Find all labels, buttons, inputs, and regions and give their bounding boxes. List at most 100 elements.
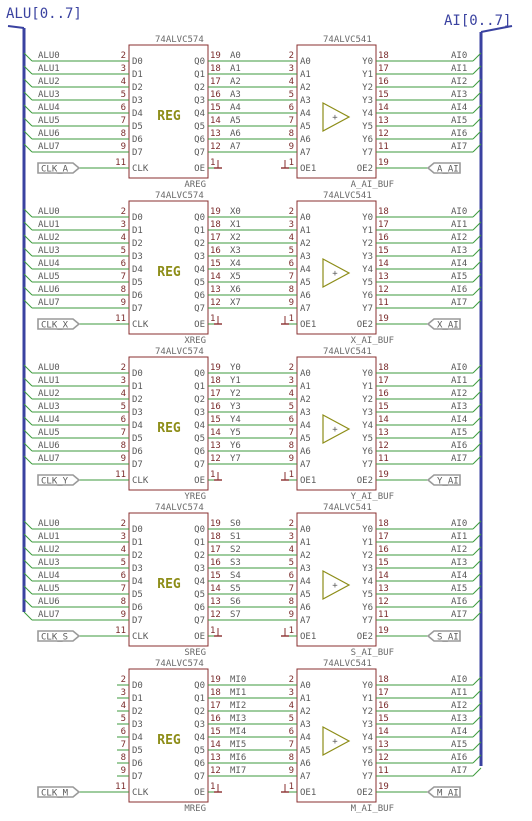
reg-chip-body: [128, 200, 209, 335]
alu-net-label: ALU3: [38, 90, 60, 100]
buf-y-pin: Y2: [362, 707, 373, 717]
buf-pin-number: 4: [289, 233, 294, 243]
buf-pin-number: 8: [289, 441, 294, 451]
port-label: CLK_A: [41, 165, 69, 175]
reg-d-pin: D6: [132, 447, 143, 457]
reg-pin-number: 9: [121, 766, 126, 776]
reg-d-pin: D2: [132, 707, 143, 717]
buf-y-number: 13: [378, 584, 389, 594]
reg-q-number: 14: [210, 116, 221, 126]
reg-symbol: REG: [157, 733, 181, 748]
ai-bus-entry: [472, 130, 482, 140]
oe-port: A_AI: [426, 162, 461, 175]
alu-bus-entry: [23, 546, 33, 556]
port-label: CLK_X: [41, 321, 69, 331]
reg-chip-body: [128, 668, 209, 803]
buf-y-pin: Y5: [362, 278, 373, 288]
reg-chip-type: 74ALVC574: [155, 503, 204, 513]
buf-y-pin: Y3: [362, 720, 373, 730]
clk-port: CLK_A: [37, 162, 81, 175]
alu-bus-label: ALU[0..7]: [6, 6, 82, 22]
alu-net-label: ALU2: [38, 389, 60, 399]
ai-bus-entry: [472, 689, 482, 699]
ai-net-label: AI0: [451, 519, 467, 529]
buf-y-number: 18: [378, 519, 389, 529]
alu-net-label: ALU4: [38, 415, 60, 425]
reg-symbol: REG: [157, 109, 181, 124]
buf-y-number: 14: [378, 259, 389, 269]
buf-a-pin: A6: [300, 447, 311, 457]
alu-bus-entry: [23, 221, 33, 231]
buf-y-number: 17: [378, 688, 389, 698]
buf-y-number: 13: [378, 428, 389, 438]
buf-instance-name: Y_AI_BUF: [351, 492, 394, 502]
buf-y-number: 16: [378, 545, 389, 555]
reg-q-pin: Q7: [194, 148, 205, 158]
ground-symbol: [214, 472, 222, 481]
reg-q-pin: Q3: [194, 96, 205, 106]
ai-net-label: AI1: [451, 64, 467, 74]
ai-net-label: AI7: [451, 142, 467, 152]
buf-pin-number: 9: [289, 142, 294, 152]
buf-oe1-pin: OE1: [300, 788, 316, 798]
port-outline: [426, 786, 461, 798]
reg-pin-number: 7: [121, 116, 126, 126]
buf-a-pin: A5: [300, 590, 311, 600]
reg-q-number: 13: [210, 285, 221, 295]
mid-net-label: S4: [230, 571, 241, 581]
alu-bus-entry: [23, 533, 33, 543]
ai-net-label: AI7: [451, 610, 467, 620]
buf-a-pin: A2: [300, 239, 311, 249]
reg-q-number: 12: [210, 766, 221, 776]
buf-a-pin: A1: [300, 382, 311, 392]
alu-bus-tick: [7, 25, 25, 29]
ai-net-label: AI0: [451, 363, 467, 373]
buf-pin-number: 7: [289, 428, 294, 438]
port-label: Y_AI: [437, 477, 459, 487]
alu-net-label: ALU2: [38, 545, 60, 555]
reg-q-number: 12: [210, 142, 221, 152]
buf-chip-type: 74ALVC541: [323, 503, 372, 513]
ai-net-label: AI1: [451, 220, 467, 230]
buf-y-number: 16: [378, 389, 389, 399]
buf-y-pin: Y3: [362, 564, 373, 574]
reg-q-number: 15: [210, 103, 221, 113]
port-outline: [37, 318, 81, 330]
buf-a-pin: A3: [300, 252, 311, 262]
clk-port: CLK_S: [37, 630, 81, 643]
ai-bus-entry: [472, 52, 482, 62]
reg-pin-number: 2: [121, 519, 126, 529]
clk-pin-number: 11: [115, 470, 126, 480]
mid-net-label: A2: [230, 77, 241, 87]
clk-port: CLK_Y: [37, 474, 81, 487]
alu-net-label: ALU6: [38, 597, 60, 607]
reg-q-pin: Q2: [194, 395, 205, 405]
buf-y-pin: Y1: [362, 694, 373, 704]
buf-oe1-number: 1: [289, 158, 294, 168]
port-label: A_AI: [437, 165, 459, 175]
ai-net-label: AI2: [451, 545, 467, 555]
oe-port: X_AI: [426, 318, 461, 331]
buf-y-pin: Y1: [362, 226, 373, 236]
clk-pin-number: 11: [115, 782, 126, 792]
ai-bus-entry: [472, 234, 482, 244]
mid-net-label: S5: [230, 584, 241, 594]
reg-q-pin: Q4: [194, 421, 205, 431]
buf-pin-number: 5: [289, 714, 294, 724]
reg-q-number: 17: [210, 545, 221, 555]
mid-net-label: A0: [230, 51, 241, 61]
buf-y-number: 17: [378, 64, 389, 74]
ai-net-label: AI4: [451, 727, 467, 737]
reg-oe-pin: OE: [194, 788, 205, 798]
alu-net-label: ALU0: [38, 363, 60, 373]
reg-d-pin: D6: [132, 135, 143, 145]
mid-net-label: X1: [230, 220, 241, 230]
port-label: S_AI: [437, 633, 459, 643]
reg-q-pin: Q2: [194, 551, 205, 561]
reg-d-pin: D5: [132, 746, 143, 756]
buf-y-number: 13: [378, 116, 389, 126]
buf-y-number: 18: [378, 207, 389, 217]
mid-net-label: MI5: [230, 740, 246, 750]
reg-oe-number: 1: [210, 158, 215, 168]
